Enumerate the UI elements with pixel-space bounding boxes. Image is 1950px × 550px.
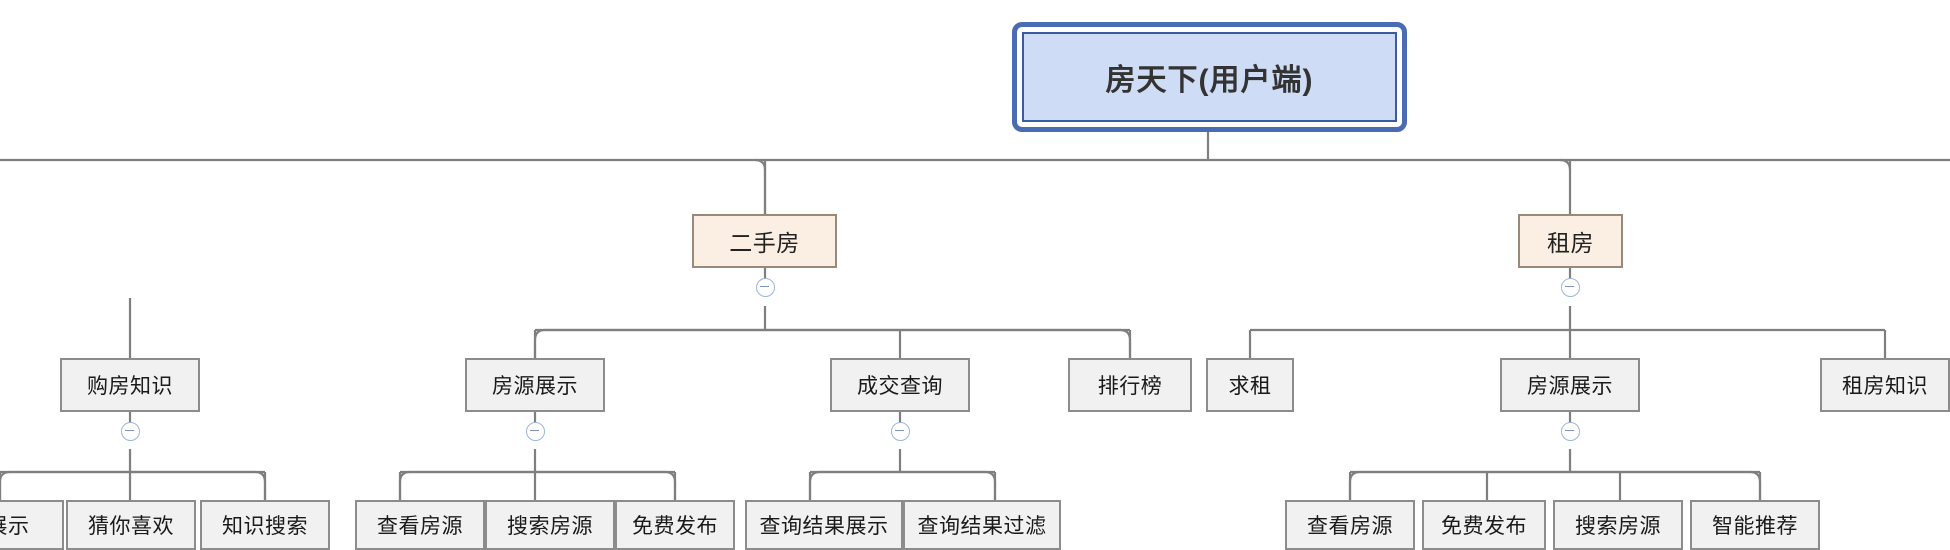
node-ershoufang[interactable]: 二手房: [692, 214, 837, 268]
node-chaxunjieguozhanshi[interactable]: 查询结果展示: [745, 500, 903, 550]
node-goufangzhishi[interactable]: 购房知识: [60, 358, 200, 412]
node-chakanfangyuan-ershoufang-label: 查看房源: [377, 515, 463, 538]
node-qiuzu-label: 求租: [1228, 375, 1272, 398]
node-ershoufang-label: 二手房: [729, 230, 800, 256]
node-mianfeifabu-ershoufang[interactable]: 免费发布: [615, 500, 735, 550]
node-zufang-label: 租房: [1547, 230, 1594, 256]
node-qiuzu[interactable]: 求租: [1206, 358, 1294, 412]
node-zhinengtuijian[interactable]: 智能推荐: [1690, 500, 1820, 550]
node-sousuofangyuan-zufang-label: 搜索房源: [1575, 515, 1661, 538]
node-zufangzhishi-label: 租房知识: [1842, 375, 1928, 398]
node-fangyuanzhanshi-zufang-label: 房源展示: [1527, 375, 1613, 398]
collapse-toggle-ershoufang[interactable]: [755, 277, 775, 297]
node-root[interactable]: 房天下(用户端): [1022, 32, 1397, 122]
node-zufangzhishi[interactable]: 租房知识: [1820, 358, 1950, 412]
node-zhinengtuijian-label: 智能推荐: [1712, 515, 1798, 538]
node-chakanfangyuan-zufang[interactable]: 查看房源: [1285, 500, 1415, 550]
node-chengjiaochaxun[interactable]: 成交查询: [830, 358, 970, 412]
collapse-toggle-goufangzhishi[interactable]: [120, 421, 140, 441]
node-chakanfangyuan-ershoufang[interactable]: 查看房源: [355, 500, 485, 550]
node-chaxunjieguoguolv[interactable]: 查询结果过滤: [903, 500, 1061, 550]
node-mianfeifabu-ershoufang-label: 免费发布: [632, 515, 718, 538]
node-goufangzhishi-label: 购房知识: [87, 375, 173, 398]
node-sousuofangyuan-ershoufang[interactable]: 搜索房源: [485, 500, 615, 550]
node-zhishizhanshi-label: 展示: [0, 515, 30, 538]
node-mianfeifabu-zufang-label: 免费发布: [1441, 515, 1527, 538]
collapse-toggle-chengjiaochaxun[interactable]: [890, 421, 910, 441]
collapse-toggle-fangyuanzhanshi-ershoufang[interactable]: [525, 421, 545, 441]
node-zhishisousuo-label: 知识搜索: [222, 515, 308, 538]
node-paihangbang-label: 排行榜: [1097, 375, 1163, 398]
node-fangyuanzhanshi-ershoufang[interactable]: 房源展示: [465, 358, 605, 412]
node-sousuofangyuan-zufang[interactable]: 搜索房源: [1553, 500, 1683, 550]
node-mianfeifabu-zufang[interactable]: 免费发布: [1422, 500, 1546, 550]
node-chengjiaochaxun-label: 成交查询: [857, 375, 943, 398]
node-chaxunjieguoguolv-label: 查询结果过滤: [917, 515, 1047, 538]
collapse-toggle-fangyuanzhanshi-zufang[interactable]: [1560, 421, 1580, 441]
node-cainixihuan[interactable]: 猜你喜欢: [66, 500, 196, 550]
node-sousuofangyuan-ershoufang-label: 搜索房源: [507, 515, 593, 538]
node-fangyuanzhanshi-ershoufang-label: 房源展示: [492, 375, 578, 398]
node-root-label: 房天下(用户端): [1105, 64, 1314, 97]
mindmap-canvas: 房天下(用户端) 二手房 租房 购房知识 房源展示 成交查询 排行榜 求租 房源…: [0, 22, 1950, 550]
collapse-toggle-zufang[interactable]: [1560, 277, 1580, 297]
node-fangyuanzhanshi-zufang[interactable]: 房源展示: [1500, 358, 1640, 412]
connector-edges: [0, 128, 1950, 500]
node-chakanfangyuan-zufang-label: 查看房源: [1307, 515, 1393, 538]
node-zhishisousuo[interactable]: 知识搜索: [200, 500, 330, 550]
node-paihangbang[interactable]: 排行榜: [1068, 358, 1192, 412]
node-chaxunjieguozhanshi-label: 查询结果展示: [759, 515, 889, 538]
node-zufang[interactable]: 租房: [1518, 214, 1623, 268]
node-cainixihuan-label: 猜你喜欢: [88, 515, 174, 538]
node-zhishizhanshi[interactable]: 展示: [0, 500, 64, 550]
